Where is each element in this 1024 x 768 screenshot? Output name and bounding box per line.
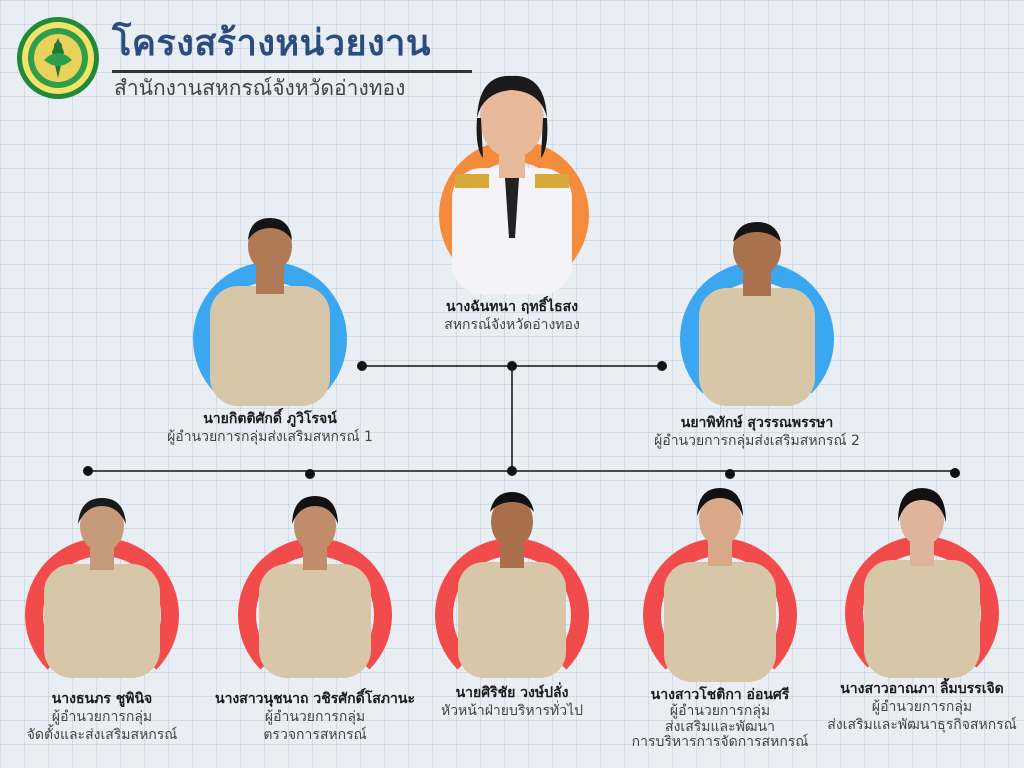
staff-name-4: นางสาวโชติกา อ่อนศรี — [650, 687, 790, 703]
staff-photo-5 — [842, 486, 1002, 690]
staff-card-3: นายศิริชัย วงษ์ปลั่ง หัวหน้าฝ่ายบริหารทั… — [412, 490, 612, 720]
staff-role-4-line3: การบริหารการจัดการสหกรณ์ — [631, 733, 809, 750]
staff-card-4: นางสาวโชติกา อ่อนศรี ผู้อำนวยการกลุ่ม ส่… — [610, 486, 830, 750]
person-silhouette-icon — [864, 488, 980, 678]
deputy-name-1: นายกิตติศักดิ์ ภูวิโรจน์ — [203, 411, 337, 427]
staff-name-3: นายศิริชัย วงษ์ปลั่ง — [455, 685, 569, 701]
deputy-photo-1 — [190, 216, 350, 416]
person-silhouette-icon — [44, 498, 160, 678]
staff-role-3-line1: หัวหน้าฝ่ายบริหารทั่วไป — [440, 703, 584, 720]
person-silhouette-icon — [699, 222, 815, 406]
page-title: โครงสร้างหน่วยงาน — [112, 23, 431, 64]
staff-photo-3 — [432, 490, 592, 692]
staff-name-1: นางธนภร ชูพินิจ — [51, 691, 153, 707]
staff-role-2-line1: ผู้อำนวยการกลุ่ม — [264, 709, 366, 726]
title-underline — [112, 70, 472, 73]
staff-role-4-line1: ผู้อำนวยการกลุ่ม — [669, 703, 771, 720]
staff-card-1: นางธนภร ชูพินิจ ผู้อำนวยการกลุ่ม จัดตั้ง… — [2, 494, 202, 745]
person-silhouette-icon — [664, 488, 776, 682]
deputy-role-1: ผู้อำนวยการกลุ่มส่งเสริมสหกรณ์ 1 — [167, 429, 373, 446]
staff-card-2: นางสาวนุชนาถ วชิรศักดิ์โสภานะ ผู้อำนวยกา… — [200, 494, 430, 745]
person-silhouette-icon — [210, 218, 330, 406]
director-role: สหกรณ์จังหวัดอ่างทอง — [444, 317, 580, 334]
deputy-photo-2 — [677, 222, 837, 416]
person-silhouette-icon — [458, 492, 566, 678]
staff-photo-4 — [640, 486, 800, 692]
staff-card-5: นางสาวอาณภา ลิ้มบรรเจิด ผู้อำนวยการกลุ่ม… — [822, 486, 1022, 735]
staff-role-1-line1: ผู้อำนวยการกลุ่ม — [51, 709, 153, 726]
deputy-name-2: นยาพิทักษ์ สุวรรณพรรษา — [680, 415, 834, 431]
page-subtitle: สำนักงานสหกรณ์จังหวัดอ่างทอง — [114, 76, 406, 100]
staff-name-2: นางสาวนุชนาถ วชิรศักดิ์โสภานะ — [215, 691, 415, 707]
person-silhouette-icon — [452, 75, 572, 294]
staff-photo-1 — [22, 494, 182, 692]
director-name: นางฉันทนา ฤทธิ์ไธสง — [445, 299, 579, 315]
staff-role-5-line2: ส่งเสริมและพัฒนาธุรกิจสหกรณ์ — [827, 717, 1017, 734]
staff-role-5-line1: ผู้อำนวยการกลุ่ม — [871, 699, 973, 716]
staff-role-1-line2: จัดตั้งและส่งเสริมสหกรณ์ — [26, 727, 178, 744]
deputy-card-1: นายกิตติศักดิ์ ภูวิโรจน์ ผู้อำนวยการกลุ่… — [140, 216, 400, 446]
director-card: นางฉันทนา ฤทธิ์ไธสง สหกรณ์จังหวัดอ่างทอง — [392, 68, 632, 334]
director-photo — [417, 68, 607, 294]
royal-emblem-logo — [17, 17, 99, 99]
staff-role-2-line2: ตรวจการสหกรณ์ — [263, 727, 367, 744]
deputy-card-2: นยาพิทักษ์ สุวรรณพรรษา ผู้อำนวยการกลุ่มส… — [627, 222, 887, 450]
deputy-role-2: ผู้อำนวยการกลุ่มส่งเสริมสหกรณ์ 2 — [654, 433, 860, 450]
staff-photo-2 — [235, 494, 395, 692]
staff-role-4-line2: ส่งเสริมและพัฒนา — [665, 718, 775, 735]
person-silhouette-icon — [259, 496, 371, 678]
